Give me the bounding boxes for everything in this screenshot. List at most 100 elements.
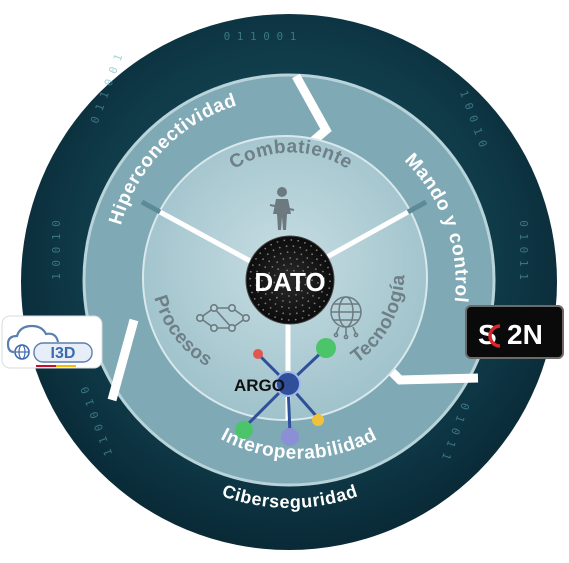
center-speckle: [275, 310, 278, 313]
center-speckle: [308, 314, 310, 317]
center-label: DATO: [254, 267, 325, 297]
center-speckle: [279, 252, 282, 255]
center-speckle: [264, 266, 267, 268]
center-speckle: [249, 284, 252, 287]
center-speckle: [276, 296, 278, 299]
sector-divider-right: [316, 209, 410, 265]
center-speckle: [283, 239, 286, 242]
argo-node-yellow: [312, 414, 324, 426]
center-speckle: [288, 295, 290, 297]
center-speckle: [282, 312, 285, 315]
center-speckle: [310, 286, 312, 288]
argo-node-purple: [281, 428, 299, 446]
center-speckle: [271, 266, 274, 268]
center-speckle: [267, 278, 269, 281]
center-speckle: [322, 270, 324, 273]
center-speckle: [280, 318, 283, 321]
center-speckle: [292, 245, 295, 248]
center-speckle: [311, 253, 313, 256]
center-speckle: [300, 253, 303, 256]
center-speckle: [281, 305, 283, 308]
center-speckle: [313, 310, 316, 313]
center-dots: [249, 239, 331, 321]
argo-core: [275, 371, 301, 397]
center-speckle: [298, 281, 301, 284]
ring-separator-left: [107, 318, 139, 402]
center-speckle: [264, 293, 267, 295]
center-speckle: [257, 290, 259, 293]
center-speckle: [313, 302, 316, 305]
center-speckle: [282, 286, 285, 289]
center-speckle: [289, 257, 292, 259]
argo-node-green-top: [316, 338, 336, 358]
center-speckle: [295, 306, 297, 309]
center-speckle: [262, 308, 265, 311]
argo-network-icon: [235, 338, 336, 446]
binary-stream: 1 0 0 1 0: [50, 220, 63, 280]
i3d-logo: I3D: [1, 315, 103, 369]
center-speckle: [301, 304, 304, 306]
center-speckle: [282, 258, 285, 260]
center-speckle: [270, 243, 272, 246]
center-speckle: [268, 285, 270, 288]
center-speckle: [302, 270, 305, 272]
center-speckle: [261, 272, 264, 275]
center-speckle: [286, 269, 288, 272]
center-speckle: [269, 298, 271, 301]
center-speckle: [288, 307, 290, 309]
center-speckle: [319, 264, 322, 266]
center-speckle: [276, 261, 279, 263]
center-speckle: [297, 265, 299, 267]
center-speckle: [310, 245, 312, 247]
center-speckle: [278, 246, 281, 249]
circuit-globe-icon: [330, 296, 362, 340]
argo-node-green-bottom: [235, 421, 253, 439]
center-speckle: [290, 239, 293, 241]
center-speckle: [295, 287, 297, 289]
center-speckle: [283, 264, 285, 266]
ring-separator-top: [292, 73, 332, 146]
center-speckle: [318, 297, 320, 299]
center-speckle: [302, 261, 304, 264]
center-speckle: [298, 274, 300, 277]
center-speckle: [281, 293, 283, 295]
center-speckle: [249, 277, 251, 280]
center-speckle: [307, 300, 310, 303]
center-speckle: [323, 300, 325, 302]
center-speckle: [282, 300, 284, 302]
center-speckle: [315, 288, 318, 291]
center-speckle: [257, 303, 260, 306]
center-speckle: [312, 295, 314, 297]
center-speckle: [304, 242, 306, 244]
center-speckle: [266, 253, 269, 256]
center-speckle: [289, 313, 291, 315]
binary-stream: 0 1 0 1 1: [517, 220, 530, 280]
center-speckle: [295, 300, 298, 302]
center-speckle: [320, 254, 323, 257]
center-speckle: [258, 264, 261, 266]
inner-disc-edge: [142, 135, 428, 421]
center-speckle: [304, 283, 307, 286]
center-speckle: [326, 294, 328, 296]
center-speckle: [307, 266, 309, 269]
center-speckle: [293, 251, 296, 254]
center-speckle: [321, 290, 323, 293]
middle-ring-edge: [82, 73, 496, 487]
center-speckle: [315, 249, 318, 252]
center-speckle: [272, 249, 275, 252]
center-speckle: [288, 289, 291, 291]
center-speckle: [262, 258, 264, 261]
center-speckle: [256, 270, 258, 273]
sector-divider-left: [158, 209, 254, 265]
center-speckle: [255, 284, 258, 287]
center-speckle: [259, 252, 262, 255]
soldier-icon: [269, 187, 295, 230]
center-speckle: [273, 274, 276, 277]
center-speckle: [295, 312, 298, 315]
center-speckle: [274, 316, 276, 318]
center-speckle: [316, 275, 319, 277]
center-speckle: [301, 297, 304, 299]
center-speckle: [317, 282, 319, 284]
center-speckle: [268, 260, 271, 263]
